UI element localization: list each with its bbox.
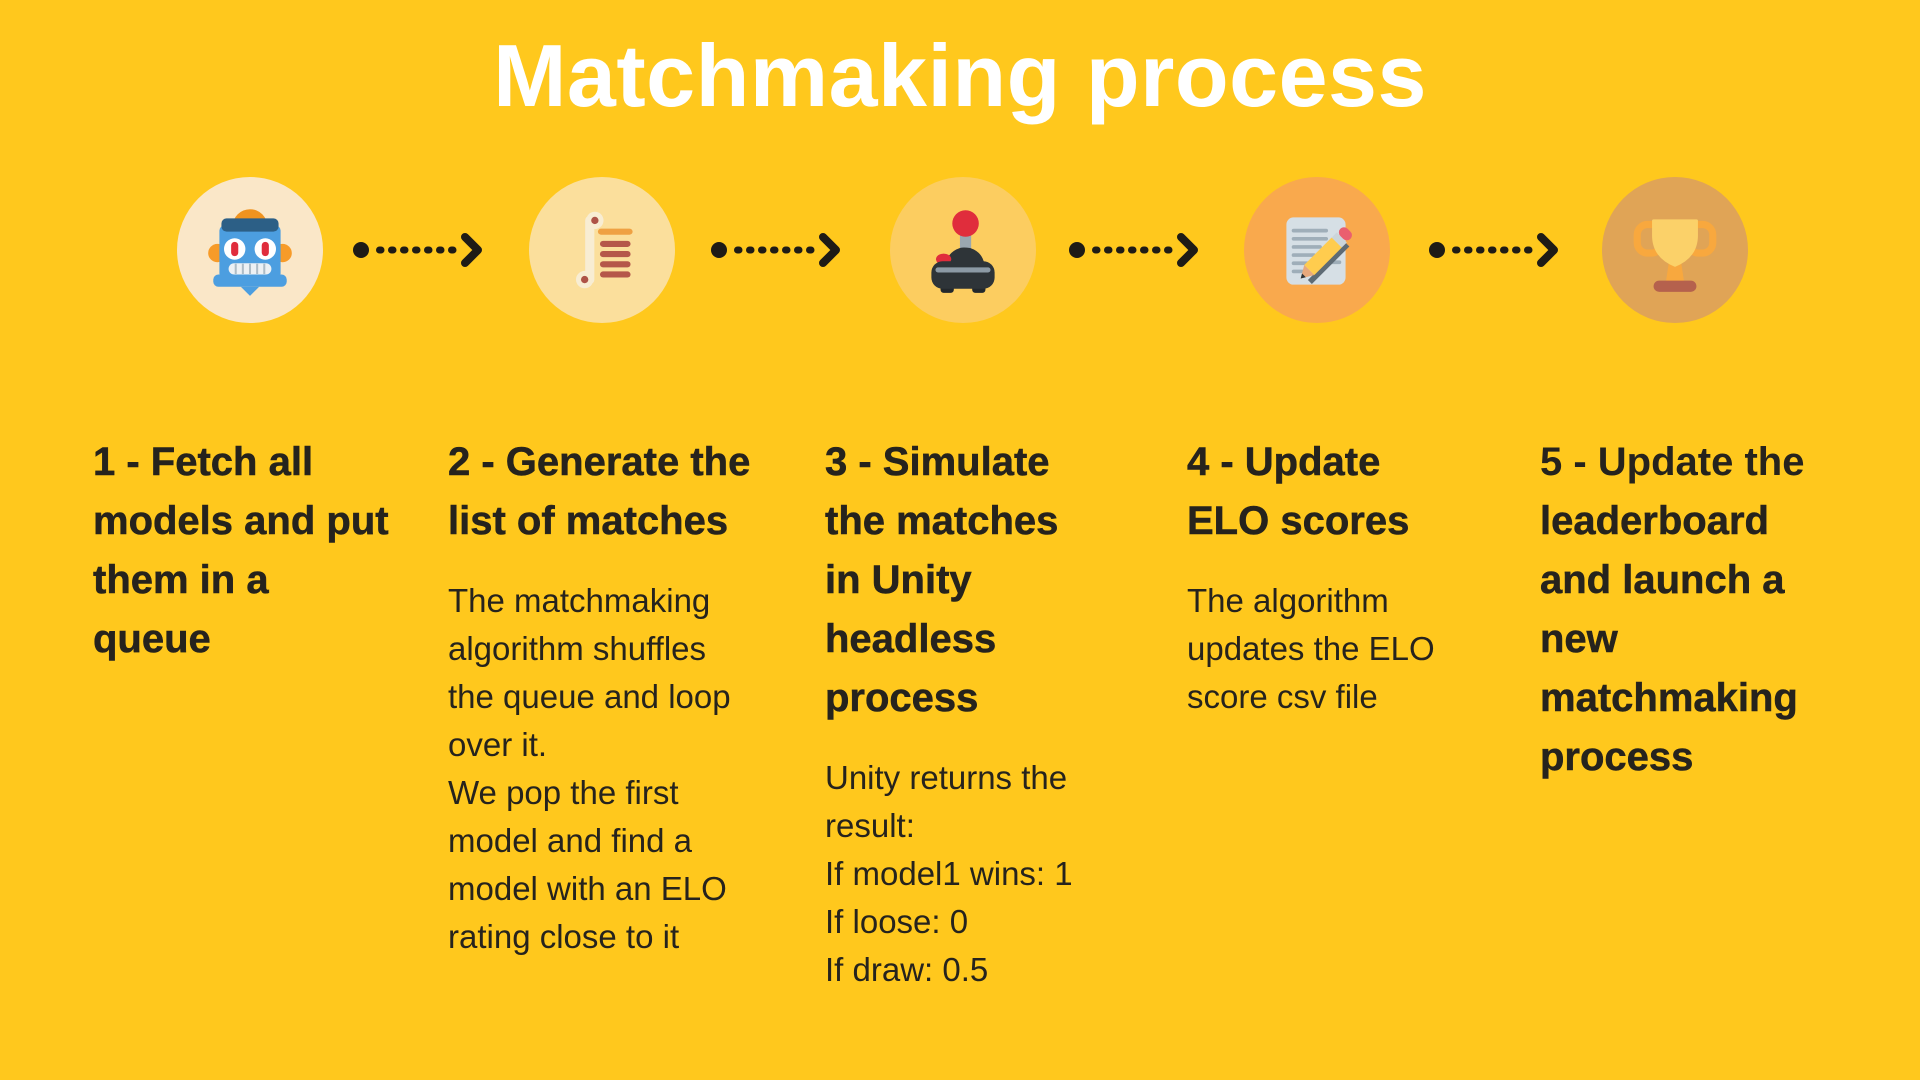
step-1-icon-circle bbox=[177, 177, 323, 323]
step-4-icon-circle bbox=[1244, 177, 1390, 323]
step-3-heading: 3 - Simulate the matches in Unity headle… bbox=[825, 440, 1059, 721]
step-5-heading-rest: leaderboard and launch a new matchmaking… bbox=[1540, 499, 1798, 779]
step-4-body: The algorithm updates the ELO score csv … bbox=[1187, 582, 1435, 715]
dotted-arrow-icon bbox=[1429, 233, 1558, 267]
memo-icon bbox=[1286, 217, 1352, 285]
step-3-body: Unity returns the result: If model1 wins… bbox=[825, 759, 1073, 988]
joystick-icon bbox=[931, 210, 995, 293]
trophy-icon bbox=[1633, 219, 1717, 292]
step-5-heading-intro: 5 - Update the bbox=[1540, 440, 1805, 484]
step-4-heading: 4 - Update ELO scores bbox=[1187, 440, 1410, 544]
robot-icon bbox=[208, 209, 292, 296]
step-5-icon-circle bbox=[1602, 177, 1748, 323]
step-5-heading: 5 - Update the leaderboard and launch a … bbox=[1540, 433, 1892, 787]
scroll-icon bbox=[575, 211, 633, 289]
step-3-icon-circle bbox=[890, 177, 1036, 323]
step-4-text: 4 - Update ELO scores The algorithm upda… bbox=[1187, 415, 1539, 739]
step-2-icon-circle bbox=[529, 177, 675, 323]
step-2-body: The matchmaking algorithm shuffles the q… bbox=[448, 582, 731, 955]
dotted-arrow-icon bbox=[353, 233, 482, 267]
step-2-text: 2 - Generate the list of matches The mat… bbox=[448, 415, 800, 979]
step-1-heading: 1 - Fetch all models and put them in a q… bbox=[93, 440, 389, 662]
step-3-text: 3 - Simulate the matches in Unity headle… bbox=[825, 415, 1177, 1012]
step-5-text: 5 - Update the leaderboard and launch a … bbox=[1540, 415, 1892, 805]
step-1-text: 1 - Fetch all models and put them in a q… bbox=[93, 415, 445, 687]
step-2-heading: 2 - Generate the list of matches bbox=[448, 440, 751, 544]
dotted-arrow-icon bbox=[711, 233, 840, 267]
dotted-arrow-icon bbox=[1069, 233, 1198, 267]
page-title: Matchmaking process bbox=[493, 26, 1427, 125]
